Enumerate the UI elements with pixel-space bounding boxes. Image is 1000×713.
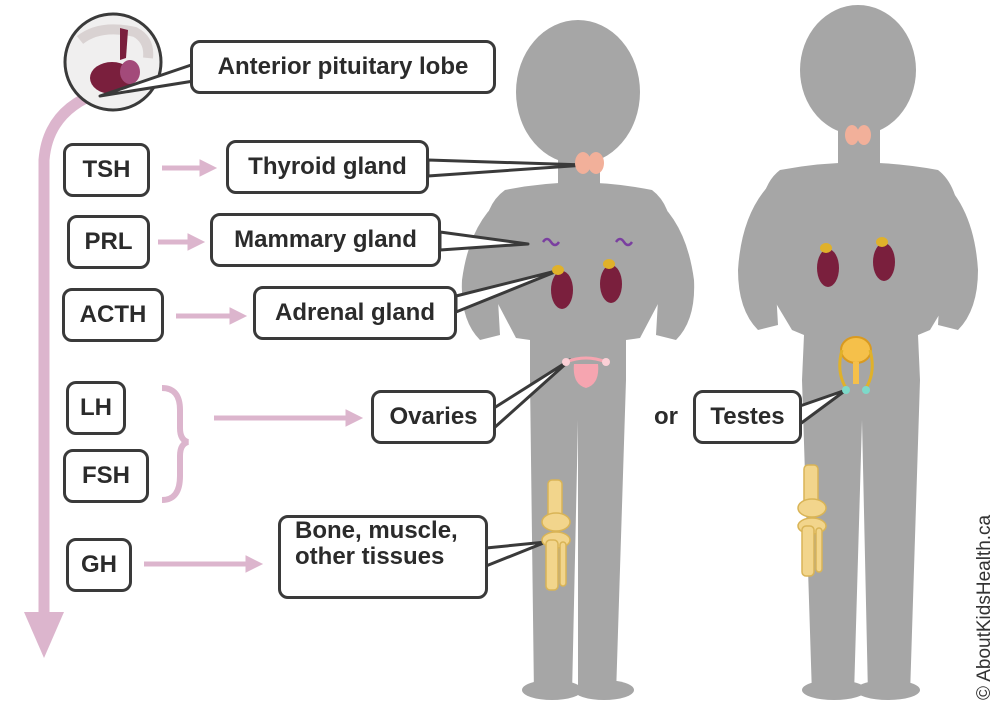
label-testes: Testes	[693, 390, 802, 444]
thyroid-icon	[575, 152, 604, 174]
hormone-gh: GH	[66, 538, 132, 592]
hormone-prl: PRL	[67, 215, 150, 269]
label-adrenal-gland: Adrenal gland	[253, 286, 457, 340]
label-bone-muscle: Bone, muscle, other tissues	[278, 515, 488, 599]
hormone-acth: ACTH	[62, 288, 164, 342]
girl-organs	[541, 152, 634, 591]
hormone-fsh: FSH	[63, 449, 149, 503]
knee-bone-icon	[541, 479, 571, 591]
label-bone-line2: other tissues	[295, 543, 445, 571]
copyright-credit: © AboutKidsHealth.ca	[974, 514, 995, 700]
pituitary-gland-icon	[63, 12, 163, 112]
label-mammary-gland: Mammary gland	[210, 213, 441, 267]
girl-silhouette	[461, 20, 695, 700]
hormone-arrows	[144, 159, 364, 573]
bladder-icon	[838, 336, 874, 394]
kidney-icon	[551, 259, 622, 309]
label-bone-line1: Bone, muscle,	[295, 517, 458, 544]
label-or: or	[654, 403, 678, 430]
uterus-icon	[562, 356, 610, 388]
leader-lines	[98, 60, 848, 568]
label-thyroid-gland: Thyroid gland	[226, 140, 429, 194]
hormone-tsh: TSH	[63, 143, 150, 197]
label-anterior-pituitary: Anterior pituitary lobe	[190, 40, 496, 94]
hormone-lh: LH	[66, 381, 126, 435]
boy-organs	[797, 125, 895, 577]
label-ovaries: Ovaries	[371, 390, 496, 444]
